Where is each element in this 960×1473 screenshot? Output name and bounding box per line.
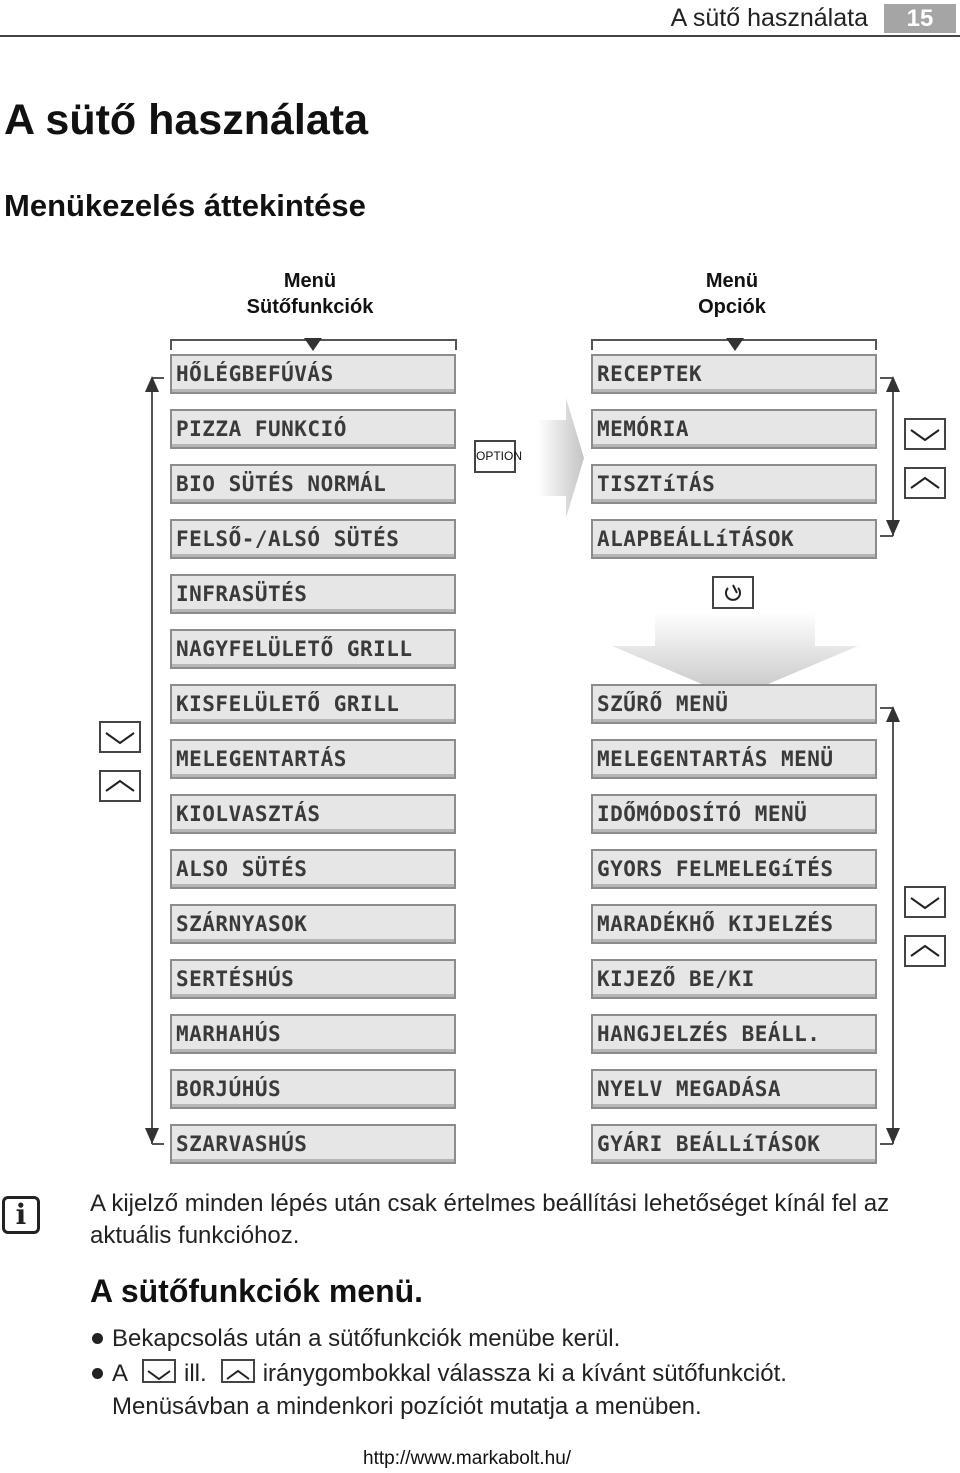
bullet-2-part-b: ill.	[184, 1360, 207, 1387]
section-title: A sütőfunkciók menü.	[90, 1273, 424, 1309]
header-rule	[0, 35, 960, 37]
menu-item-also-sutes: ALSO SÜTÉS	[170, 849, 456, 889]
menu-item-bio-sutes-normal: BIO SÜTÉS NORMÁL	[170, 464, 456, 504]
menu-item-gyors-felmelegites: GYORS FELMELEGíTÉS	[591, 849, 877, 889]
footer-url[interactable]: http://www.markabolt.hu/	[363, 1448, 572, 1469]
left-heading-line1: Menü	[283, 270, 337, 292]
left-scroll-up-arrow	[145, 376, 159, 392]
menu-item-marhahus: MARHAHÚS	[170, 1014, 456, 1054]
left-column-heading: Menü Sütőfunkciók	[210, 268, 410, 320]
menu-item-maradekho-kijelzes: MARADÉKHŐ KIJELZÉS	[591, 904, 877, 944]
menu-item-felso-also-sutes: FELSŐ-/ALSÓ SÜTÉS	[170, 519, 456, 559]
bullet-2-part-a: A	[112, 1360, 129, 1387]
select-arrow-down	[612, 612, 858, 698]
bullet-dot	[92, 1333, 103, 1344]
menu-item-alapbeallitasok: ALAPBEÁLLíTÁSOK	[591, 519, 877, 559]
right-column-heading: Menü Opciók	[632, 268, 832, 320]
bullet-item-1: Bekapcsolás után a sütőfunkciók menübe k…	[112, 1325, 621, 1352]
menu-item-szarnyasok: SZÁRNYASOK	[170, 904, 456, 944]
info-note-text: A kijelző minden lépés után csak értelme…	[90, 1190, 890, 1249]
menu-item-szuro-menu: SZŰRŐ MENÜ	[591, 684, 877, 724]
menu-item-memoria: MEMÓRIA	[591, 409, 877, 449]
menu-item-nyelv-megadasa: NYELV MEGADÁSA	[591, 1069, 877, 1109]
page-number: 15	[884, 4, 956, 33]
option-button: OPTION	[474, 440, 522, 473]
bullet-item-2-line2: Menüsávban a mindenkori pozíciót mutatja…	[112, 1393, 702, 1420]
menu-item-holegbefuvas: HŐLÉGBEFÚVÁS	[170, 354, 456, 394]
menu-item-kisfeluleto-grill: KISFELÜLETŐ GRILL	[170, 684, 456, 724]
bullet-dot	[92, 1368, 103, 1379]
menu-item-kijezo-be-ki: KIJEZŐ BE/KI	[591, 959, 877, 999]
menu-item-melegentartas: MELEGENTARTÁS	[170, 739, 456, 779]
right-heading-line1: Menü	[705, 270, 759, 292]
menu-item-melegentartas-menu: MELEGENTARTÁS MENÜ	[591, 739, 877, 779]
page-title: A sütő használata	[4, 96, 368, 144]
info-icon: i	[2, 1196, 40, 1234]
chevron-up-icon	[220, 1359, 255, 1383]
bullet-2-part-c: iránygombokkal válassza ki a kívánt sütő…	[262, 1360, 787, 1387]
menu-item-tisztitas: TISZTíTÁS	[591, 464, 877, 504]
menu-item-gyari-beallitasok: GYÁRI BEÁLLíTÁSOK	[591, 1124, 877, 1164]
chevron-up-icon	[99, 770, 141, 802]
right-heading-line2: Opciók	[698, 296, 766, 318]
menu-item-serteshus: SERTÉSHÚS	[170, 959, 456, 999]
menu-item-receptek: RECEPTEK	[591, 354, 877, 394]
menu-item-pizza-funkcio: PIZZA FUNKCIÓ	[170, 409, 456, 449]
menu-item-idomodosito-menu: IDŐMÓDOSÍTÓ MENÜ	[591, 794, 877, 834]
menu-item-nagyfeluleto-grill: NAGYFELÜLETŐ GRILL	[170, 629, 456, 669]
menu-item-szarvashus: SZARVASHÚS	[170, 1124, 456, 1164]
section-subtitle: Menükezelés áttekintése	[4, 188, 366, 223]
menu-item-hangjelzes-beall: HANGJELZÉS BEÁLL.	[591, 1014, 877, 1054]
menu-item-borjuhus: BORJÚHÚS	[170, 1069, 456, 1109]
chevron-up-icon	[904, 467, 946, 499]
left-heading-line2: Sütőfunkciók	[246, 296, 374, 318]
running-title: A sütő használata	[670, 4, 868, 32]
menu-item-kiolvasztas: KIOLVASZTÁS	[170, 794, 456, 834]
chevron-down-icon	[904, 886, 946, 918]
right-entry-arrow	[726, 338, 744, 351]
menu-item-infrasutes: INFRASÜTÉS	[170, 574, 456, 614]
option-arrow-right	[538, 398, 584, 518]
left-scroll-down-arrow	[145, 1128, 159, 1144]
chevron-down-icon	[99, 721, 141, 753]
left-entry-arrow	[304, 338, 322, 351]
select-knob-icon	[712, 576, 754, 609]
chevron-down-icon	[904, 418, 946, 450]
chevron-down-icon	[142, 1359, 177, 1383]
chevron-up-icon	[904, 935, 946, 967]
